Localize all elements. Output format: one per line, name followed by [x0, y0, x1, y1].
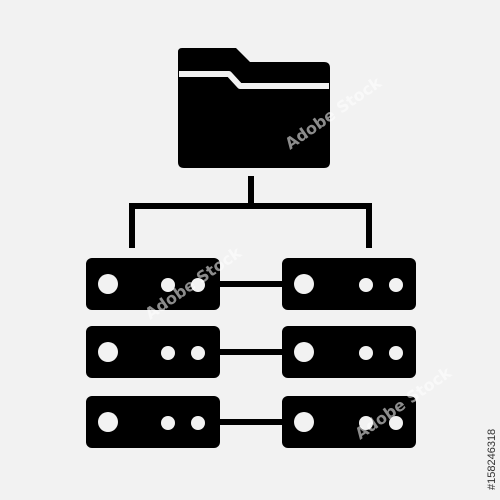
server-led [161, 346, 175, 360]
server-led [191, 346, 205, 360]
network-connector [129, 176, 372, 248]
server-power-led [98, 342, 118, 362]
folder-back [178, 48, 330, 168]
server-led [191, 278, 205, 292]
server-unit-left-1 [86, 258, 220, 310]
server-unit-right-2 [282, 326, 416, 378]
server-links [218, 281, 284, 425]
server-led [161, 416, 175, 430]
server-rack-left [86, 258, 220, 448]
folder-front-line [179, 71, 329, 89]
server-led [359, 346, 373, 360]
server-power-led [98, 412, 118, 432]
server-unit-left-2 [86, 326, 220, 378]
server-led [389, 346, 403, 360]
server-unit-left-3 [86, 396, 220, 448]
server-led [359, 278, 373, 292]
server-led [389, 278, 403, 292]
server-unit-right-1 [282, 258, 416, 310]
server-power-led [98, 274, 118, 294]
folder-icon [178, 48, 330, 168]
server-power-led [294, 274, 314, 294]
server-led [191, 416, 205, 430]
server-unit-right-3 [282, 396, 416, 448]
server-rack-right [282, 258, 416, 448]
server-power-led [294, 342, 314, 362]
server-led [389, 416, 403, 430]
stock-id-label: #158246318 [486, 428, 498, 490]
server-power-led [294, 412, 314, 432]
server-led [161, 278, 175, 292]
server-led [359, 416, 373, 430]
